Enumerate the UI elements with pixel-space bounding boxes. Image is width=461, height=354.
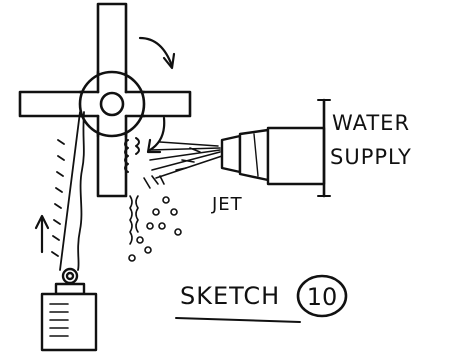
weight-ring	[63, 269, 77, 283]
supply-pipe	[268, 128, 324, 184]
supply-label: SUPPLY	[330, 145, 412, 169]
water-label: WATER	[332, 111, 410, 135]
jet-label: JET	[211, 194, 243, 215]
weight	[42, 269, 96, 350]
chain-left-strand	[60, 112, 80, 270]
sketch-underline	[176, 318, 300, 322]
sketch-word: SKETCH	[180, 282, 280, 310]
rotation-arrow-right	[150, 118, 164, 150]
hanging-chain	[52, 112, 84, 270]
nozzle	[222, 128, 324, 184]
water-drops	[129, 176, 181, 261]
lift-arrow	[36, 216, 48, 252]
nozzle-tip	[222, 136, 240, 172]
sketch-number: 10	[307, 283, 338, 311]
wheel-hub	[80, 72, 144, 136]
water-jet	[150, 142, 222, 178]
chain-right-strand	[78, 112, 84, 270]
axle	[101, 93, 123, 115]
weight-block	[42, 294, 96, 350]
